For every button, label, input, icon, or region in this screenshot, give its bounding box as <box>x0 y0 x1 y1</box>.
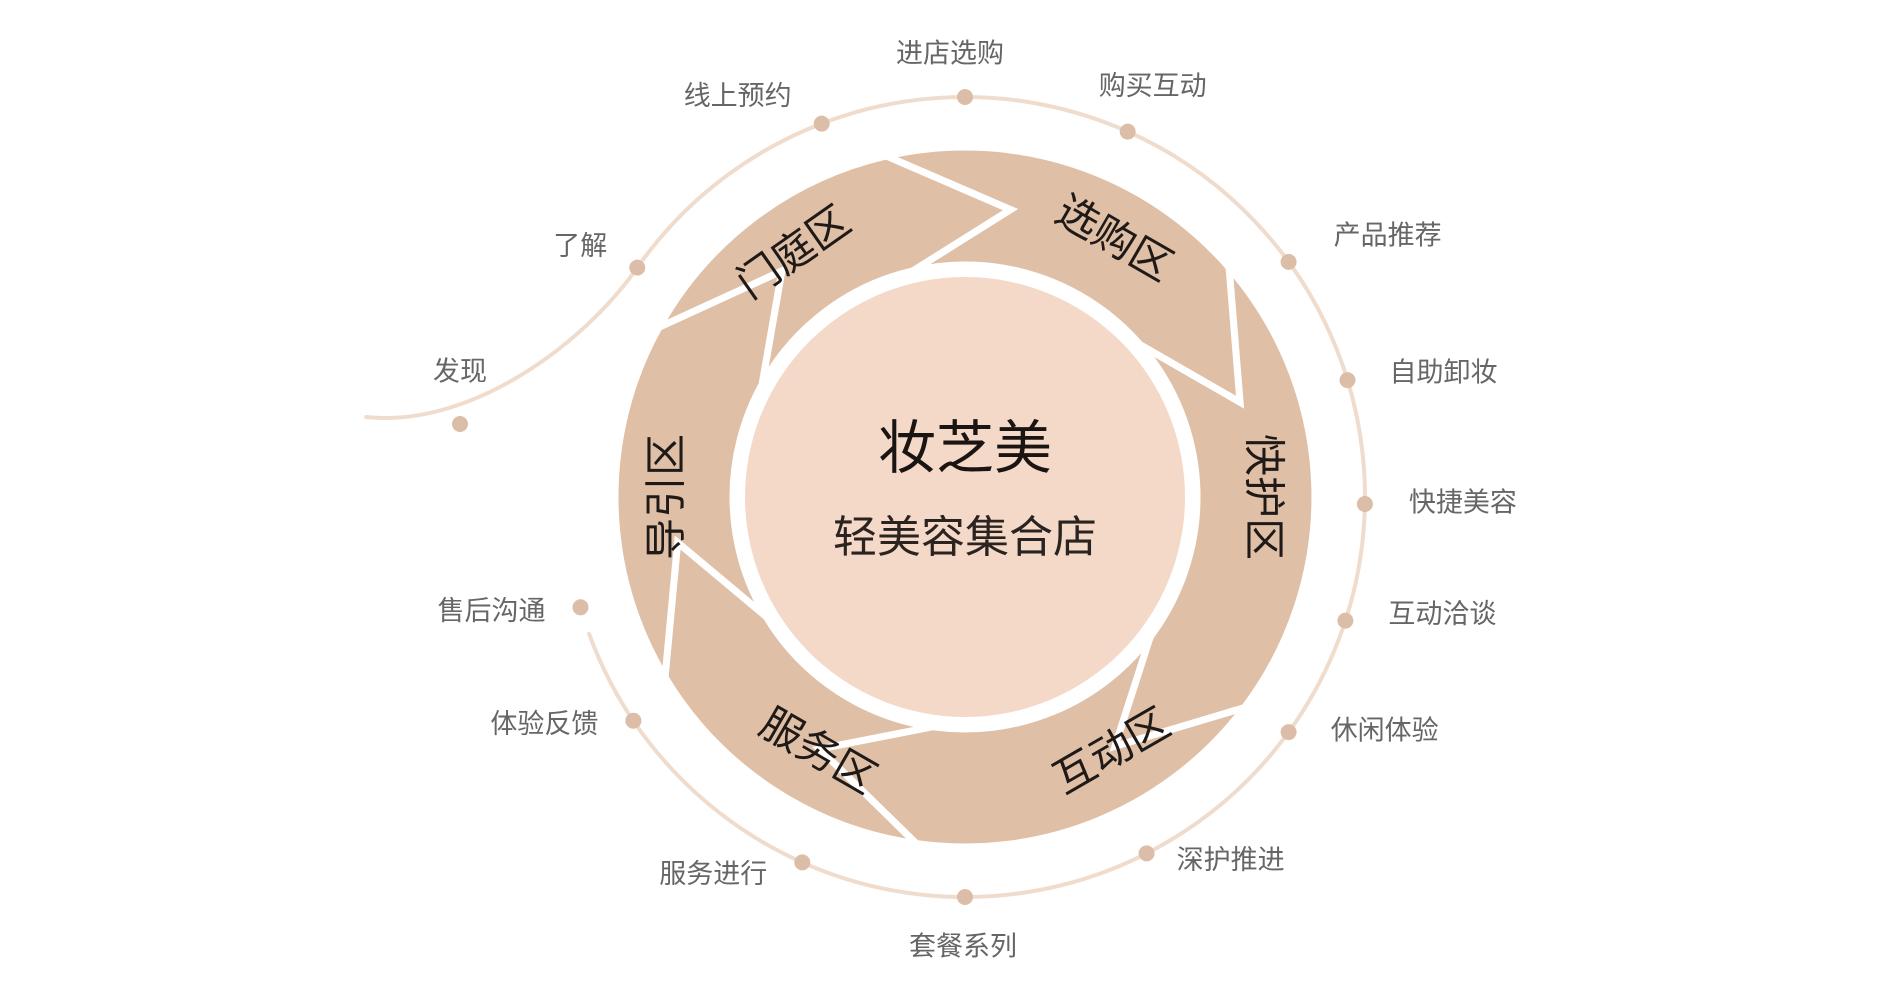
journey-step-label: 休闲体验 <box>1331 716 1439 747</box>
journey-dot <box>1356 496 1373 512</box>
journey-dot <box>957 889 973 905</box>
journey-step-label: 线上预约 <box>684 81 792 112</box>
journey-dots <box>452 89 1373 905</box>
journey-step-label: 快捷美容 <box>1409 488 1517 519</box>
journey-dot <box>794 854 811 871</box>
zone-ring <box>611 143 1319 851</box>
center-disc <box>745 277 1185 717</box>
zone-label: 快护区 <box>1240 434 1289 560</box>
journey-step-label: 互动洽谈 <box>1388 599 1496 630</box>
journey-dot <box>1119 123 1136 140</box>
journey-step-label: 体验反馈 <box>490 709 598 740</box>
journey-dot <box>813 115 830 132</box>
zone-label: 导引区 <box>642 434 691 560</box>
journey-dot <box>1337 612 1354 629</box>
brand-subtitle: 轻美容集合店 <box>833 512 1097 563</box>
journey-step-labels: 发现 了解 线上预约 进店选购购买互动产品推荐自助卸妆快捷美容互动洽谈休闲体验深护推进… <box>433 39 1517 963</box>
zone-segment <box>650 152 1019 387</box>
journey-dot <box>1138 845 1155 862</box>
journey-step-label: 了解 <box>553 231 607 262</box>
journey-step-label: 自助卸妆 <box>1390 358 1498 389</box>
journey-dot <box>957 89 973 105</box>
brand-title: 妆芝美 <box>878 414 1052 482</box>
journey-dot <box>625 712 642 729</box>
journey-dot <box>452 416 468 432</box>
journey-dot <box>1280 253 1297 270</box>
journey-step-label: 套餐系列 <box>909 932 1017 963</box>
journey-step-label: 购买互动 <box>1099 71 1207 102</box>
journey-dot <box>629 259 646 276</box>
journey-step-label: 发现 <box>433 357 487 388</box>
journey-dot <box>572 599 589 616</box>
journey-dot <box>1339 372 1356 389</box>
journey-step-label: 深护推进 <box>1177 845 1285 876</box>
journey-step-label: 服务进行 <box>659 859 767 890</box>
journey-dot <box>1280 724 1297 741</box>
journey-step-label: 进店选购 <box>896 39 1004 70</box>
journey-step-label: 产品推荐 <box>1334 220 1442 251</box>
journey-step-label: 售后沟通 <box>438 596 546 627</box>
